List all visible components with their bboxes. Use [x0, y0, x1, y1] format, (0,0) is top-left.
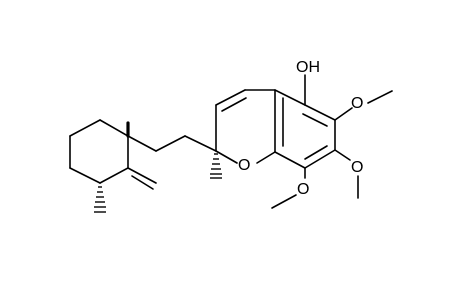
- double-bond-c4-c3: [221, 97, 247, 112]
- aromatic-ring: [274, 89, 336, 169]
- bond-c2-o1: [215, 150, 238, 164]
- bond-c4-c3: [215, 89, 246, 106]
- double-bond-c5-c6: [302, 113, 328, 127]
- bond-c6-c5: [69, 119, 101, 137]
- c2-stereocenter: [184, 135, 222, 179]
- bond-ch2-c1prime: [127, 135, 157, 152]
- double-bond-c7-c8: [304, 145, 328, 160]
- bond-c8-c8a: [274, 151, 306, 169]
- bond-c6-o: [334, 107, 353, 121]
- bond-c4-c3: [69, 167, 101, 184]
- hydroxyl-group: OH: [296, 59, 320, 106]
- bond-o1-c8a: [256, 151, 276, 164]
- exocyclic-methylene: [127, 167, 157, 190]
- bond-c5-c6: [304, 104, 336, 121]
- methoxy-group-6: O: [334, 90, 393, 121]
- cyclohexane-ring: [69, 119, 129, 184]
- bond-c7-o: [334, 149, 351, 161]
- methoxy-6-oxygen-label: O: [351, 95, 363, 112]
- bond-o-ch3-8: [271, 194, 297, 209]
- ethylene-linker: [127, 135, 186, 152]
- hashed-wedge-c2-methyl: [210, 153, 222, 179]
- methoxy-group-8: O: [271, 167, 309, 209]
- hashed-wedge-c3prime-methyl: [94, 186, 106, 213]
- methoxy-group-7: O: [334, 149, 363, 199]
- methoxy-8-oxygen-label: O: [297, 181, 309, 198]
- bond-c1-c6: [99, 119, 129, 137]
- pyran-ring: [215, 89, 276, 164]
- methoxy-7-oxygen-label: O: [351, 159, 363, 176]
- bond-c4a-c5: [274, 89, 306, 106]
- bond-ch2-ch2: [155, 135, 186, 152]
- double-bond-c2prime-ch2: [131, 175, 154, 190]
- ring-oxygen-label: O: [238, 157, 250, 174]
- bond-c2-ch2: [184, 135, 217, 152]
- bond-c2prime-ch2: [127, 167, 157, 184]
- bond-c3-c2: [99, 167, 129, 184]
- hydroxyl-label: OH: [296, 59, 320, 76]
- bond-o-ch3-6: [367, 90, 393, 104]
- bond-c7-c8: [304, 149, 336, 169]
